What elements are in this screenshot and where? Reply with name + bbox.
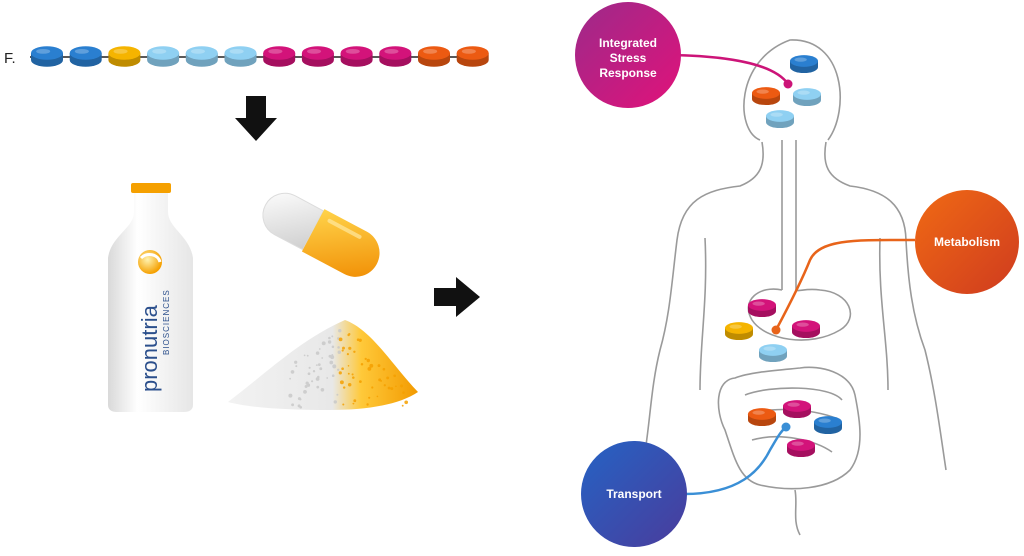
bottle-subbrand: BIOSCIENCES: [162, 289, 171, 355]
chain-bead: [301, 46, 334, 67]
chain-bead: [418, 46, 450, 67]
transport-connector-dot: [781, 422, 791, 432]
chain-bead: [379, 46, 412, 67]
chain-bead: [147, 46, 180, 67]
peptide-chain: [31, 46, 489, 67]
right-arm-outline: [824, 141, 947, 471]
chain-bead: [340, 46, 373, 67]
transport-callout: Transport: [581, 441, 687, 547]
chain-bead: [69, 46, 102, 67]
bottle-body: [108, 193, 193, 412]
body-pill: [787, 439, 815, 458]
body-pill: [814, 416, 842, 435]
body-pill: [759, 344, 787, 363]
isr-connector-dot: [783, 79, 793, 89]
head-outline: [743, 39, 841, 141]
metabolism-connector-dot: [771, 325, 781, 335]
body-outline: [641, 39, 947, 536]
chain-bead: [224, 46, 257, 67]
metabolism-callout: Metabolism: [915, 190, 1019, 294]
body-pill: [792, 320, 820, 339]
transport-label: Transport: [606, 487, 661, 501]
body-pill: [748, 408, 776, 427]
isr-label-line1: Integrated: [599, 36, 657, 50]
body-pill: [752, 87, 780, 106]
body-pill: [790, 55, 818, 74]
capsule: [262, 192, 380, 277]
chain-bead: [31, 46, 63, 67]
down-arrow-icon: [235, 96, 277, 141]
bottle-brand: pronutria: [137, 304, 162, 392]
body-pill: [766, 110, 794, 129]
right-arrow-icon: [434, 277, 480, 317]
bottle-cap: [131, 183, 171, 193]
left-torso-outline: [699, 237, 707, 391]
isr-callout: Integrated Stress Response: [575, 2, 681, 108]
body-pills: [725, 55, 842, 458]
body-pill: [725, 322, 753, 341]
body-pill: [783, 400, 811, 419]
transport-connector: [683, 426, 787, 496]
metabolism-connector: [774, 238, 916, 331]
esophagus-outline: [781, 140, 797, 290]
chain-bead: [185, 46, 218, 67]
isr-label-line3: Response: [599, 66, 657, 80]
chain-label: F.: [4, 50, 16, 67]
left-arm-outline: [641, 141, 764, 471]
chain-bead: [263, 46, 296, 67]
powder-pile: [228, 320, 418, 410]
pronutria-bottle: pronutria BIOSCIENCES: [108, 183, 193, 412]
isr-label-line2: Stress: [610, 51, 647, 65]
body-pill: [748, 299, 776, 318]
chain-bead: [108, 46, 141, 67]
intestine-outline: [717, 366, 861, 490]
chain-bead: [456, 46, 489, 67]
metabolism-label: Metabolism: [934, 235, 1000, 249]
body-pill: [793, 88, 821, 107]
